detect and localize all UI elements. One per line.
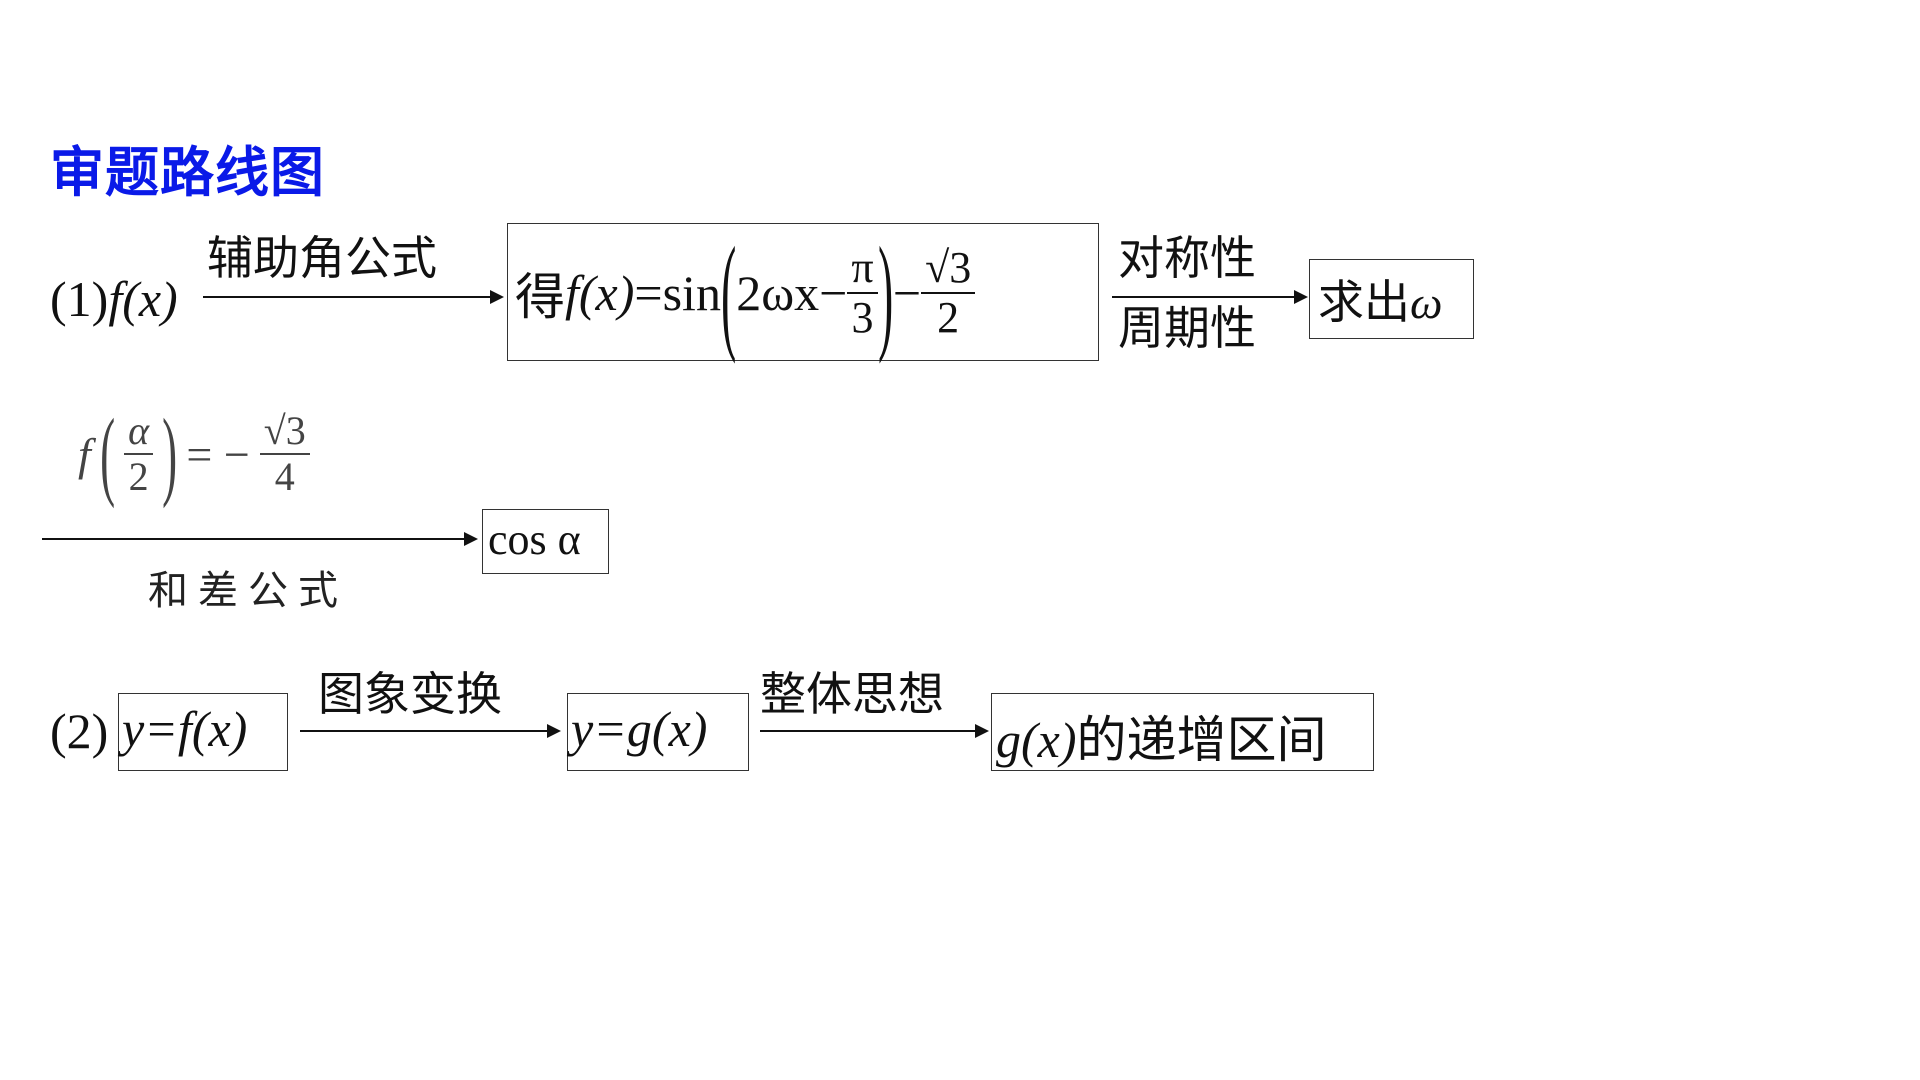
cond-four: 4: [274, 454, 295, 499]
increasing-interval-content: g(x)的递增区间: [996, 700, 1327, 772]
formula-prefix: 得: [515, 268, 565, 326]
left-paren-icon: (: [721, 221, 737, 365]
formula-content: 得 f(x) =sin ( 2ωx− π 3 ) − √3 2: [515, 221, 976, 365]
formula-minus: −: [892, 265, 922, 321]
sqrt3-over-2: √3 2: [921, 246, 976, 342]
arrow4-label: 图象变换: [318, 667, 502, 721]
arrow5-head-icon: [975, 724, 989, 738]
sqrt3-denominator: 2: [937, 293, 960, 342]
alpha-denominator: 2: [128, 454, 149, 499]
arrow4-line: [300, 730, 550, 732]
yfx-box: [118, 693, 288, 771]
cos-box-text: cos α: [488, 515, 581, 564]
sqrt3-over-4: √3 4: [259, 411, 310, 499]
formula-inner: 2ωx−: [736, 265, 848, 321]
pi-denominator: 3: [851, 293, 874, 342]
alpha-numerator: α: [124, 411, 154, 455]
formula-box: [507, 223, 1099, 361]
cos-box: [482, 509, 609, 574]
part2-label: (2): [50, 703, 109, 759]
omega-box-text: 求出: [1318, 275, 1410, 329]
arrow4-head-icon: [547, 724, 561, 738]
arrow1-head-icon: [490, 290, 504, 304]
arrow3-head-icon: [464, 532, 478, 546]
omega-box: [1309, 259, 1474, 339]
arrow2-head-icon: [1294, 290, 1308, 304]
arrow2-bottom-label: 周期性: [1118, 301, 1256, 355]
cond-sqrt3: √3: [259, 411, 310, 455]
part1-label: (1)f(x): [50, 270, 178, 328]
arrow3-line: [42, 538, 467, 540]
arrow1-line: [203, 296, 493, 298]
sqrt3-numerator: √3: [921, 246, 976, 294]
ygx-box: [567, 693, 749, 771]
alpha-over-2: α 2: [124, 411, 154, 499]
condition-formula: f ( α 2 ) = − √3 4: [78, 404, 310, 504]
omega-box-content: 求出ω: [1318, 266, 1442, 332]
formula-eq-sin: =sin: [634, 265, 721, 321]
pi-over-3: π 3: [847, 246, 878, 342]
pi-numerator: π: [847, 246, 878, 294]
part1-fx: f(x): [108, 271, 178, 327]
cond-eq: = −: [186, 428, 250, 480]
cond-f: f: [78, 428, 91, 480]
arrow3-bottom-label: 和差公式: [148, 568, 348, 614]
page-title: 审题路线图: [50, 141, 325, 204]
part1-number: (1): [50, 271, 109, 327]
omega-symbol: ω: [1410, 277, 1443, 328]
right-paren-icon: ): [877, 221, 893, 365]
arrow5-line: [760, 730, 978, 732]
gx-text: g(x): [996, 712, 1077, 768]
cond-left-paren-icon: (: [99, 398, 115, 509]
increasing-interval-box: [991, 693, 1374, 771]
cond-right-paren-icon: ): [162, 398, 178, 509]
arrow5-label: 整体思想: [760, 667, 944, 721]
arrow2-line: [1112, 296, 1297, 298]
yfx-text: y=f(x): [122, 701, 248, 757]
arrow2-top-label: 对称性: [1118, 231, 1256, 285]
formula-fx: f(x): [565, 265, 635, 321]
arrow1-label: 辅助角公式: [207, 231, 437, 285]
ygx-text: y=g(x): [571, 701, 708, 757]
increasing-interval-text: 的递增区间: [1076, 711, 1327, 769]
